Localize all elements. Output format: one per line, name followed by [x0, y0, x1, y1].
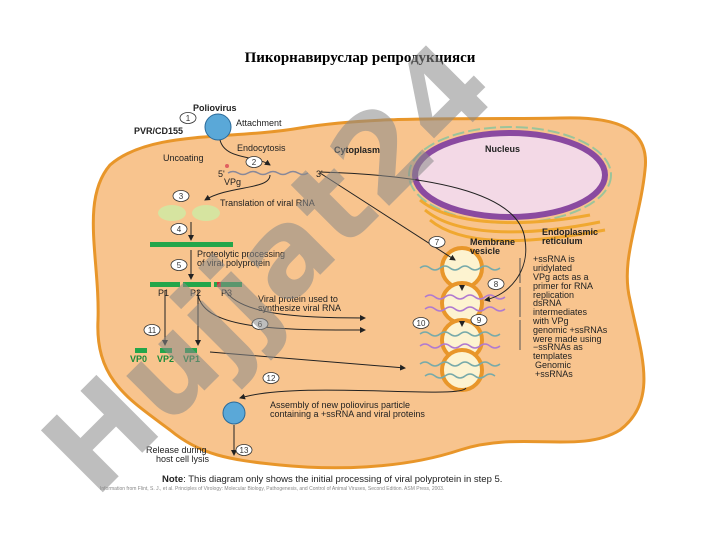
step-4: 4	[177, 225, 182, 234]
step-12: 12	[267, 374, 276, 383]
note-label: Note	[162, 474, 183, 485]
label-attachment: Attachment	[236, 118, 282, 128]
label-p1: P1	[158, 288, 169, 298]
label-membrane-2: vesicle	[470, 246, 500, 256]
label-proteolytic-2: of viral polyprotein	[197, 258, 270, 268]
citation: Information from Flint, S. J., et al. Pr…	[100, 486, 444, 492]
nucleus	[412, 130, 608, 220]
step-1: 1	[186, 114, 191, 123]
label-genomic-plus-1: Genomic	[535, 360, 572, 370]
label-p2: P2	[190, 288, 201, 298]
label-genomic-1: genomic +ssRNAs	[533, 325, 608, 335]
step-3: 3	[179, 192, 184, 201]
label-er-2: reticulum	[542, 236, 583, 246]
label-5-prime: 5'	[218, 169, 225, 179]
label-ssrna-4: primer for RNA	[533, 281, 593, 291]
step-9: 9	[477, 316, 482, 325]
ribosome-icon	[158, 205, 186, 221]
step-6: 6	[258, 320, 263, 329]
step-2: 2	[252, 158, 257, 167]
label-release-2: host cell lysis	[156, 454, 210, 464]
step-13: 13	[240, 446, 249, 455]
label-ssrna-3: VPg acts as a	[533, 272, 589, 282]
label-3-prime: 3'	[316, 169, 323, 179]
label-vp2: VP2	[157, 354, 174, 364]
label-viral-protein-2: synthesize viral RNA	[258, 303, 341, 313]
label-release-1: Release during	[146, 445, 207, 455]
label-proteolytic-1: Proteolytic processing	[197, 249, 285, 259]
label-viral-protein-1: Viral protein used to	[258, 294, 338, 304]
label-er-1: Endoplasmic	[542, 227, 598, 237]
label-vp0: VP0	[130, 354, 147, 364]
label-cytoplasm: Cytoplasm	[334, 145, 380, 155]
step-markers	[143, 112, 505, 456]
step-5: 5	[177, 261, 182, 270]
label-ssrna-1: +ssRNA is	[533, 254, 575, 264]
step-7: 7	[435, 238, 440, 247]
label-nucleus: Nucleus	[485, 144, 520, 154]
step-10: 10	[417, 319, 426, 328]
label-p3: P3	[221, 288, 232, 298]
label-vpg: VPg	[224, 177, 241, 187]
label-genomic-2: were made using	[532, 334, 602, 344]
label-uncoating: Uncoating	[163, 153, 204, 163]
poliovirus-icon	[204, 113, 232, 141]
diagram-note: Note: This diagram only shows the initia…	[162, 474, 502, 485]
label-ssrna-2: uridylated	[533, 263, 572, 273]
label-genomic-4: templates	[533, 351, 573, 361]
step-11: 11	[148, 326, 157, 335]
label-vp1: VP1	[183, 354, 200, 364]
label-dsrna-2: intermediates	[533, 307, 588, 317]
label-dsrna-3: with VPg	[532, 316, 569, 326]
label-dsrna-1: dsRNA	[533, 298, 562, 308]
label-ssrna-5: replication	[533, 290, 574, 300]
ribosome-icon	[192, 205, 220, 221]
polyprotein-bar	[150, 242, 233, 247]
slide-title: Пикорнавируслар репродукцияси	[244, 50, 476, 66]
label-receptor: PVR/CD155	[134, 126, 183, 136]
step-8: 8	[494, 280, 499, 289]
label-membrane-1: Membrane	[470, 237, 515, 247]
label-assembly-1: Assembly of new poliovirus particle	[270, 400, 410, 410]
label-genomic-3: −ssRNAs as	[533, 342, 583, 352]
endoplasmic-reticulum	[419, 198, 606, 243]
label-genomic-plus-2: +ssRNAs	[535, 369, 573, 379]
label-poliovirus: Poliovirus	[193, 103, 237, 113]
label-translation: Translation of viral RNA	[220, 198, 315, 208]
label-endocytosis: Endocytosis	[237, 143, 286, 153]
note-text: : This diagram only shows the initial pr…	[183, 474, 502, 485]
new-virus-particle-icon	[222, 401, 246, 425]
label-assembly-2: containing a +ssRNA and viral proteins	[270, 409, 425, 419]
